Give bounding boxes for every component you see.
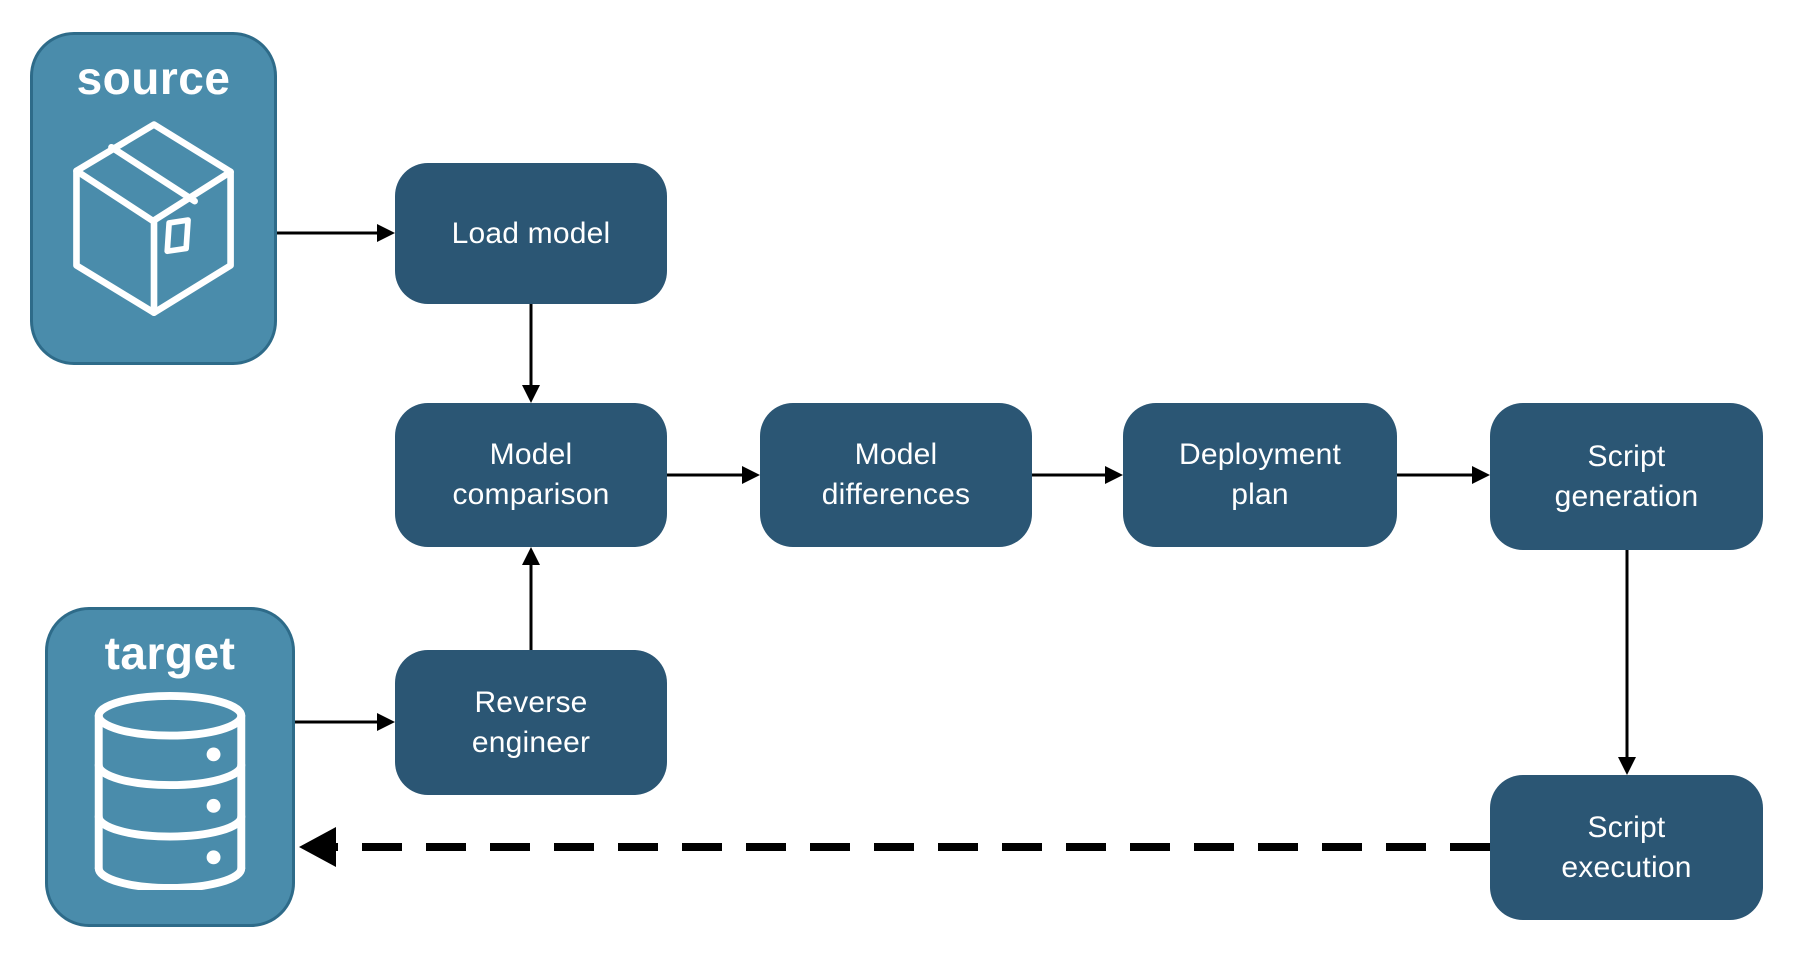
- node-model-comparison: Model comparison: [395, 403, 667, 547]
- arrow-source-to-load-model: [277, 224, 395, 242]
- node-script-execution: Script execution: [1490, 775, 1763, 920]
- arrow-target-to-reverse-engineer: [295, 713, 395, 731]
- entity-source: source: [30, 32, 277, 365]
- database-icon: [94, 692, 246, 890]
- node-reverse-engineer: Reverse engineer: [395, 650, 667, 795]
- node-reverse-engineer-label: Reverse engineer: [471, 685, 591, 759]
- node-model-comparison-label: Model comparison: [452, 438, 610, 511]
- arrow-model-comparison-to-model-differences: [667, 466, 760, 484]
- arrow-script-generation-to-script-execution: [1618, 550, 1636, 775]
- arrow-load-model-to-model-comparison: [522, 304, 540, 403]
- arrow-script-execution-to-target-dashed: [299, 827, 1490, 867]
- node-deployment-plan: Deployment plan: [1123, 403, 1397, 547]
- node-load-model-label: Load model: [451, 216, 611, 250]
- arrow-reverse-engineer-to-model-comparison: [522, 547, 540, 650]
- node-script-execution-label: Script execution: [1561, 810, 1692, 884]
- node-model-differences-label: Model differences: [821, 438, 971, 511]
- node-script-generation: Script generation: [1490, 403, 1763, 550]
- package-icon: [72, 121, 234, 317]
- entity-target-label: target: [104, 627, 236, 679]
- node-script-generation-label: Script generation: [1554, 439, 1699, 513]
- arrow-deployment-plan-to-script-generation: [1397, 466, 1490, 484]
- arrow-model-differences-to-deployment-plan: [1032, 466, 1123, 484]
- node-model-differences: Model differences: [760, 403, 1032, 547]
- entity-source-label: source: [76, 52, 231, 104]
- node-deployment-plan-label: Deployment plan: [1178, 438, 1342, 511]
- node-load-model: Load model: [395, 163, 667, 304]
- entity-target: target: [45, 607, 295, 927]
